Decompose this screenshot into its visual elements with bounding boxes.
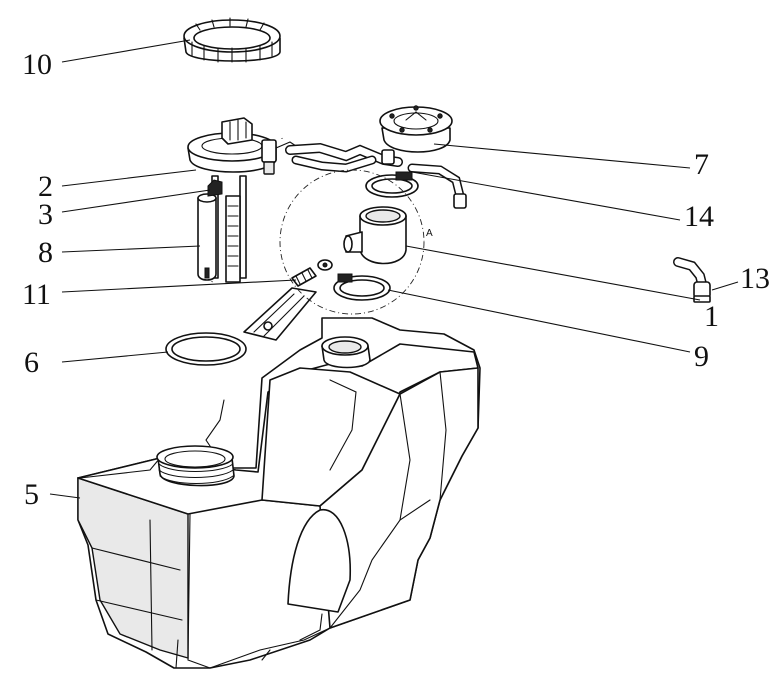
callout-2: 2 bbox=[38, 170, 53, 203]
tank-top-opening bbox=[321, 336, 371, 369]
callout-8: 8 bbox=[38, 236, 53, 269]
leader-10 bbox=[61, 39, 191, 63]
fuel-pump-module bbox=[187, 70, 317, 341]
tank-filler-neck bbox=[156, 445, 235, 487]
leader-11 bbox=[61, 279, 297, 293]
callout-6: 6 bbox=[24, 346, 39, 379]
callout-1: 1 bbox=[704, 300, 719, 333]
detail-view-a: A bbox=[279, 169, 433, 315]
detail-view-letter: A bbox=[426, 228, 433, 239]
elbow-fitting-13 bbox=[673, 257, 711, 303]
fuel-pump-cylinder bbox=[197, 193, 217, 281]
leader-5 bbox=[49, 493, 81, 499]
callout-9: 9 bbox=[694, 340, 709, 373]
elbow-fitting-14 bbox=[407, 163, 467, 209]
filler-adapter bbox=[343, 206, 407, 265]
leader-6 bbox=[61, 351, 169, 363]
leader-7 bbox=[433, 143, 691, 169]
leader-13 bbox=[711, 281, 739, 291]
locking-ring bbox=[183, 17, 281, 63]
callout-5: 5 bbox=[24, 478, 39, 511]
callout-14: 14 bbox=[684, 200, 714, 233]
leader-8 bbox=[61, 245, 201, 253]
leader-3 bbox=[61, 189, 211, 213]
leader-lines bbox=[49, 39, 739, 499]
hose-clamp-upper bbox=[365, 171, 419, 198]
fuel-tank bbox=[77, 317, 481, 669]
leader-14 bbox=[411, 171, 681, 221]
filler-cap-flange bbox=[379, 105, 453, 153]
callouts: 10 2 3 8 11 6 5 7 14 13 1 9 bbox=[22, 48, 770, 511]
fuel-hose-assembly bbox=[285, 142, 403, 173]
callout-7: 7 bbox=[694, 148, 709, 181]
seal-ring bbox=[165, 332, 247, 366]
callout-3: 3 bbox=[38, 198, 53, 231]
callout-11: 11 bbox=[22, 278, 51, 311]
leader-9 bbox=[387, 289, 691, 353]
callout-10: 10 bbox=[22, 48, 52, 81]
hose-clamp-lower bbox=[333, 273, 391, 301]
leader-1 bbox=[405, 245, 701, 301]
small-fitting bbox=[291, 259, 333, 287]
leader-2 bbox=[61, 169, 197, 187]
callout-13: 13 bbox=[740, 262, 770, 295]
